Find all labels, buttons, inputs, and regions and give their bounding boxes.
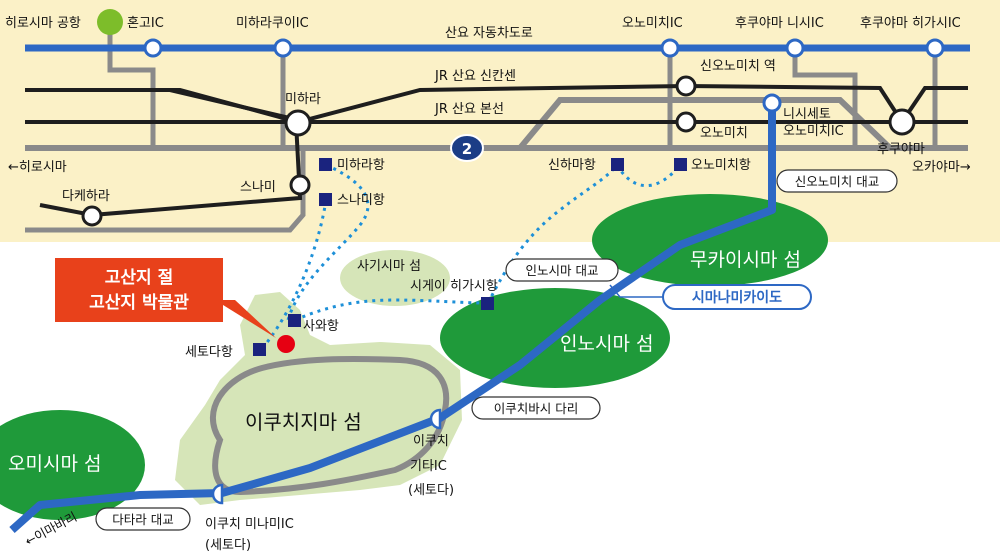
label-mihara: 미하라: [285, 92, 321, 107]
label-ikuchijima: 이쿠치지마 섬: [245, 410, 362, 434]
ikuchi-kita-ic-marker: [429, 408, 442, 430]
label-shinkansen: JR 산요 신칸센: [434, 69, 516, 84]
label-fukuyama-higashi-ic: 후쿠야마 히가시IC: [860, 16, 961, 31]
label-mihara-port: 미하라항: [337, 158, 385, 173]
mihara-port-marker: [319, 158, 332, 171]
label-shimanami-kaido: 시마나미카이도: [692, 289, 782, 306]
label-mihara-kui-ic: 미하라쿠이IC: [236, 16, 309, 31]
callout-box: [55, 258, 223, 322]
label-dir-east: 오카야마→: [912, 160, 971, 175]
setoda-port-marker: [253, 343, 266, 356]
expressway-interchanges: [143, 38, 945, 113]
label-ikuchi-minami-2: (세토다): [205, 538, 251, 553]
ikuchijima-island: [175, 292, 462, 505]
label-dir-west: ←히로시마: [8, 160, 67, 175]
label-sagishima: 사기시마 섬: [357, 259, 421, 274]
sunami-station-marker: [289, 174, 311, 196]
mukaishima-island: [592, 194, 828, 286]
ikuchi-minami-ic-marker: [211, 483, 224, 505]
mihara-kui-ic-marker: [273, 38, 293, 58]
label-shin-onomichi-bridge: 신오노미치 대교: [795, 174, 879, 189]
bridge-label-boxes: [95, 169, 898, 531]
omishima-island: [0, 410, 145, 520]
shigei-higashi-port-marker: [481, 297, 494, 310]
label-sunami-port: 스나미항: [337, 193, 385, 208]
ferry-routes: [263, 163, 682, 346]
stations: [81, 75, 916, 227]
callout-line-1: 고산지 절: [105, 267, 173, 288]
label-setoda-port: 세토다항: [185, 345, 233, 360]
callout-pointer: [215, 300, 276, 338]
takehara-station-marker: [81, 205, 103, 227]
fukuyama-higashi-ic-marker: [925, 38, 945, 58]
onomichi-port-marker: [674, 158, 687, 171]
airport-icon: [97, 9, 123, 35]
ports: [253, 158, 687, 356]
label-ikuchi-minami-1: 이쿠치 미나미IC: [205, 517, 294, 532]
label-shigei-higashi-port: 시게이 히가시항: [410, 279, 498, 294]
label-mukaishima: 무카이시마 섬: [690, 249, 801, 271]
label-ikuchi-bridge: 이쿠치바시 다리: [494, 401, 578, 416]
label-onomichi: 오노미치: [700, 126, 748, 141]
shin-onomichi-station-marker: [675, 75, 697, 97]
callout-line-2: 고산지 박물관: [89, 293, 189, 313]
label-expressway: 산요 자동차도로: [445, 26, 533, 41]
label-hongo-ic: 혼고IC: [127, 16, 164, 31]
label-shinhama-port: 신하마항: [548, 158, 596, 173]
label-onomichi-ic: 오노미치IC: [622, 16, 683, 31]
fukuyama-nishi-ic-marker: [785, 38, 805, 58]
label-nishiseto-2: 오노미치IC: [783, 124, 844, 139]
label-omishima: 오미시마 섬: [8, 453, 101, 475]
nishiseto-ic-marker: [762, 93, 782, 113]
shinhama-port-marker: [611, 158, 624, 171]
route-2-shield: [450, 134, 484, 162]
fukuyama-station-marker: [888, 108, 916, 136]
label-fukuyama: 후쿠야마: [877, 142, 925, 157]
label-nishiseto-1: 니시세토: [783, 107, 831, 122]
sagishima-island: [340, 250, 450, 306]
label-ikuchi-kita-2: 기타IC: [410, 459, 447, 474]
hongo-ic-marker: [143, 38, 163, 58]
label-main-line: JR 산요 본선: [434, 102, 504, 117]
sawa-port-marker: [288, 314, 301, 327]
label-innoshima-bridge: 인노시마 대교: [526, 263, 599, 278]
label-onomichi-port: 오노미치항: [691, 158, 751, 173]
rail-kure-line: [39, 88, 303, 218]
mihara-station-marker: [284, 109, 312, 137]
label-ikuchi-kita-1: 이쿠치: [413, 434, 449, 449]
label-takehara: 다케하라: [62, 189, 110, 204]
label-ikuchi-kita-3: (세토다): [408, 483, 454, 498]
kosanji-marker: [277, 335, 295, 353]
label-airport: 히로시마 공항: [5, 16, 81, 31]
onomichi-ic-marker: [660, 38, 680, 58]
label-fukuyama-nishi-ic: 후쿠야마 니시IC: [735, 16, 824, 31]
shimanami-name-pointer: [609, 284, 663, 298]
label-shin-onomichi-station: 신오노미치 역: [700, 59, 776, 74]
label-innoshima: 인노시마 섬: [560, 333, 653, 355]
ikuchi-ic-markers: [211, 408, 442, 505]
onomichi-station-marker: [675, 111, 697, 133]
label-sunami: 스나미: [240, 180, 276, 195]
label-tatara-bridge: 다타라 대교: [112, 512, 173, 527]
label-sawa-port: 사와항: [303, 319, 339, 334]
sunami-port-marker: [319, 193, 332, 206]
route-2-number: 2: [462, 140, 472, 158]
